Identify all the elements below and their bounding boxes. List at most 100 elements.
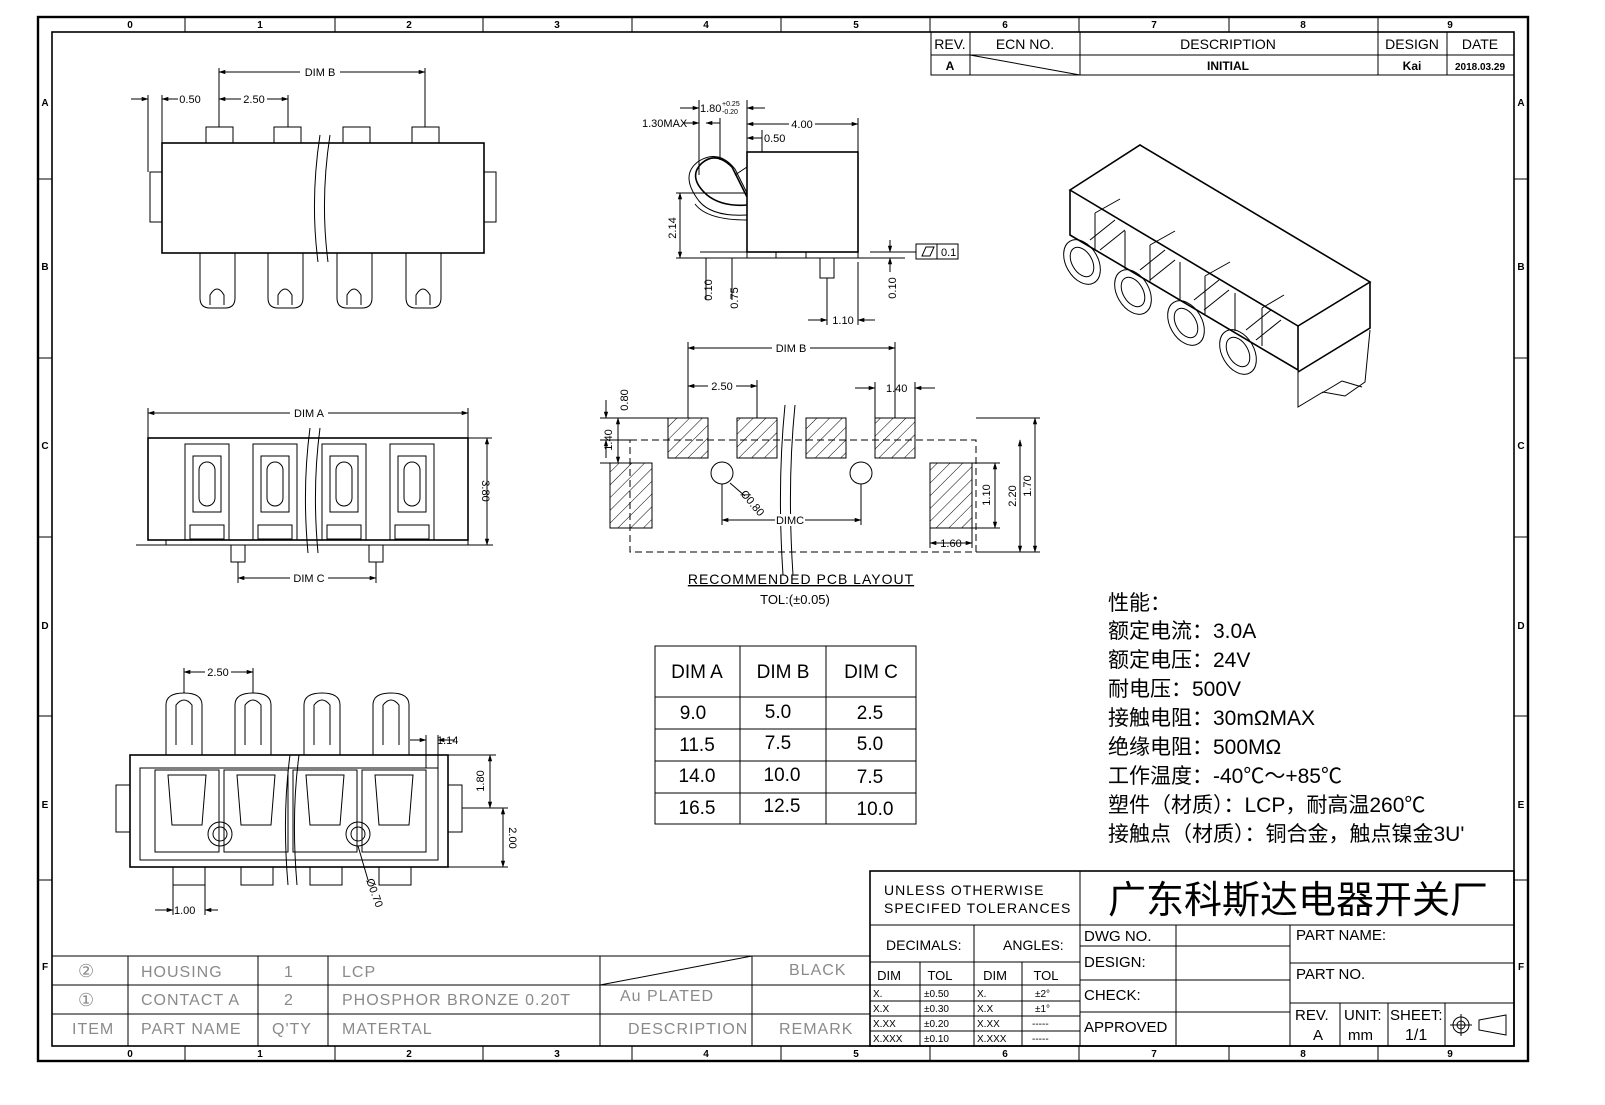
dim-114: 1.14 — [437, 735, 458, 747]
bom-item: ② — [78, 961, 95, 981]
dim-table: DIM A DIM B DIM C 9.0 5.0 2.5 11.5 7.5 5… — [654, 645, 917, 825]
bom-header-part-name: PART NAME — [141, 1021, 242, 1038]
dim-table-cell: 10.0 — [857, 799, 894, 820]
dwg-no-label: DWG NO. — [1084, 928, 1152, 945]
dim-400: 4.00 — [791, 119, 812, 131]
bom-header-remark: REMARK — [779, 1021, 853, 1038]
spec-line: 绝缘电阻：500MΩ — [1108, 736, 1281, 759]
bottom-view: 2.50 1.14 1.80 2.00 Ø0.70 1.00 — [115, 666, 518, 917]
bom-header-description: DESCRIPTION — [628, 1021, 748, 1038]
part-name-label: PART NAME: — [1296, 927, 1386, 944]
dim-070-hole: Ø0.70 — [363, 877, 385, 909]
dim-table-header: DIM B — [757, 662, 810, 683]
col-label-bottom: 2 — [406, 1049, 412, 1060]
pcb-layout-tolerance: TOL:(±0.05) — [760, 592, 830, 607]
decimal-row-tol: ±0.50 — [924, 989, 949, 1000]
design-value: Kai — [1403, 59, 1422, 73]
angle-row-dim: X.XXX — [977, 1034, 1007, 1045]
col-label-top: 4 — [703, 20, 709, 31]
angle-row-tol: ±1° — [1035, 1004, 1050, 1015]
dim-table-cell: 7.5 — [765, 733, 791, 754]
decimals-label: DECIMALS: — [886, 937, 961, 953]
part-no-label: PART NO. — [1296, 966, 1365, 983]
dim-075: 0.75 — [729, 287, 741, 308]
description-header: DESCRIPTION — [1180, 36, 1276, 52]
bom-qty: 2 — [284, 992, 294, 1009]
angle-row-dim: X.XX — [977, 1019, 1000, 1030]
row-label-left: E — [42, 800, 49, 811]
sheet-label: SHEET: — [1390, 1007, 1443, 1024]
dim-010-right: 0.10 — [887, 277, 899, 298]
tolerance-note-1: UNLESS OTHERWISE — [884, 882, 1044, 898]
pcb-dim-140-left: 1.40 — [603, 429, 615, 450]
decimals-tol-header: TOL — [927, 968, 952, 983]
dim-table-cell: 16.5 — [679, 798, 716, 819]
flatness-value: 0.1 — [941, 247, 956, 259]
dim-table-cell: 2.5 — [857, 703, 883, 724]
bom-header-material: MATERTAL — [342, 1021, 433, 1038]
col-label-top: 5 — [853, 20, 859, 31]
pcb-layout-title: RECOMMENDED PCB LAYOUT — [688, 571, 914, 587]
row-label-left: A — [41, 98, 48, 109]
dim-010-left: 0.10 — [703, 279, 715, 300]
dim-200: 2.00 — [506, 827, 518, 848]
side-view: 1.80 +0.25 -0.20 1.30MAX 4.00 0.50 2.14 … — [642, 100, 959, 327]
bom-remark: BLACK — [789, 962, 846, 979]
col-label-top: 3 — [554, 20, 560, 31]
col-label-top: 6 — [1002, 20, 1008, 31]
sheet-value: 1/1 — [1405, 1027, 1427, 1044]
bom-item: ① — [78, 990, 95, 1010]
decimal-row-dim: X.XX — [873, 1019, 896, 1030]
bom-qty: 1 — [284, 964, 294, 981]
specs-title: 性能： — [1108, 592, 1171, 615]
pcb-dim-b: DIM B — [776, 343, 807, 355]
date-header: DATE — [1462, 36, 1498, 52]
rev-value: A — [946, 59, 955, 73]
dim-table-cell: 5.0 — [857, 734, 883, 755]
spec-line: 额定电压：24V — [1108, 649, 1250, 672]
decimals-dim-header: DIM — [877, 968, 901, 983]
col-label-bottom: 7 — [1151, 1049, 1157, 1060]
col-label-top: 0 — [127, 20, 133, 31]
design-label: DESIGN: — [1084, 954, 1146, 971]
col-label-bottom: 5 — [853, 1049, 859, 1060]
dim-table-cell: 7.5 — [857, 767, 883, 788]
angle-row-tol: ±2° — [1035, 989, 1050, 1000]
decimal-row-dim: X.XXX — [873, 1034, 903, 1045]
dim-100: 1.00 — [174, 905, 195, 917]
front-view: DIM A 3.80 DIM C — [136, 407, 493, 585]
spec-line: 耐电压：500V — [1108, 678, 1241, 701]
angles-tol-header: TOL — [1033, 968, 1058, 983]
bom-material: PHOSPHOR BRONZE 0.20T — [342, 992, 571, 1009]
rev-header: REV. — [934, 36, 965, 52]
pcb-dim-220: 2.20 — [1007, 485, 1019, 506]
dim-250: 2.50 — [243, 94, 264, 106]
design-header: DESIGN — [1385, 36, 1439, 52]
rev-value-title: A — [1313, 1027, 1323, 1044]
row-label-right: B — [1517, 262, 1524, 273]
pcb-dim-140-top: 1.40 — [886, 383, 907, 395]
projection-symbol-icon — [1450, 1014, 1507, 1036]
spec-line: 接触点（材质）：铜合金，触点镍金3U' — [1108, 823, 1464, 846]
decimal-row-dim: X. — [873, 989, 882, 1000]
row-label-left: D — [41, 621, 48, 632]
spec-line: 工作温度：-40℃～+85℃ — [1108, 765, 1342, 788]
col-label-top: 1 — [257, 20, 263, 31]
decimal-row-tol: ±0.10 — [924, 1034, 949, 1045]
col-label-top: 9 — [1447, 20, 1453, 31]
tolerance-note-2: SPECIFED TOLERANCES — [884, 900, 1071, 916]
description-value: INITIAL — [1207, 59, 1249, 73]
dim-180: 1.80 — [700, 103, 721, 115]
angle-row-tol: ----- — [1032, 1019, 1049, 1030]
dim-180-bottom: 1.80 — [475, 770, 487, 791]
row-label-left: B — [41, 262, 48, 273]
ecn-header: ECN NO. — [996, 36, 1054, 52]
angles-label: ANGLES: — [1003, 937, 1064, 953]
col-label-bottom: 1 — [257, 1049, 263, 1060]
dim-c-label: DIM C — [293, 573, 324, 585]
row-label-right: A — [1517, 98, 1524, 109]
col-label-top: 2 — [406, 20, 412, 31]
col-label-top: 7 — [1151, 20, 1157, 31]
bom-part-name: HOUSING — [141, 964, 223, 981]
col-label-bottom: 6 — [1002, 1049, 1008, 1060]
